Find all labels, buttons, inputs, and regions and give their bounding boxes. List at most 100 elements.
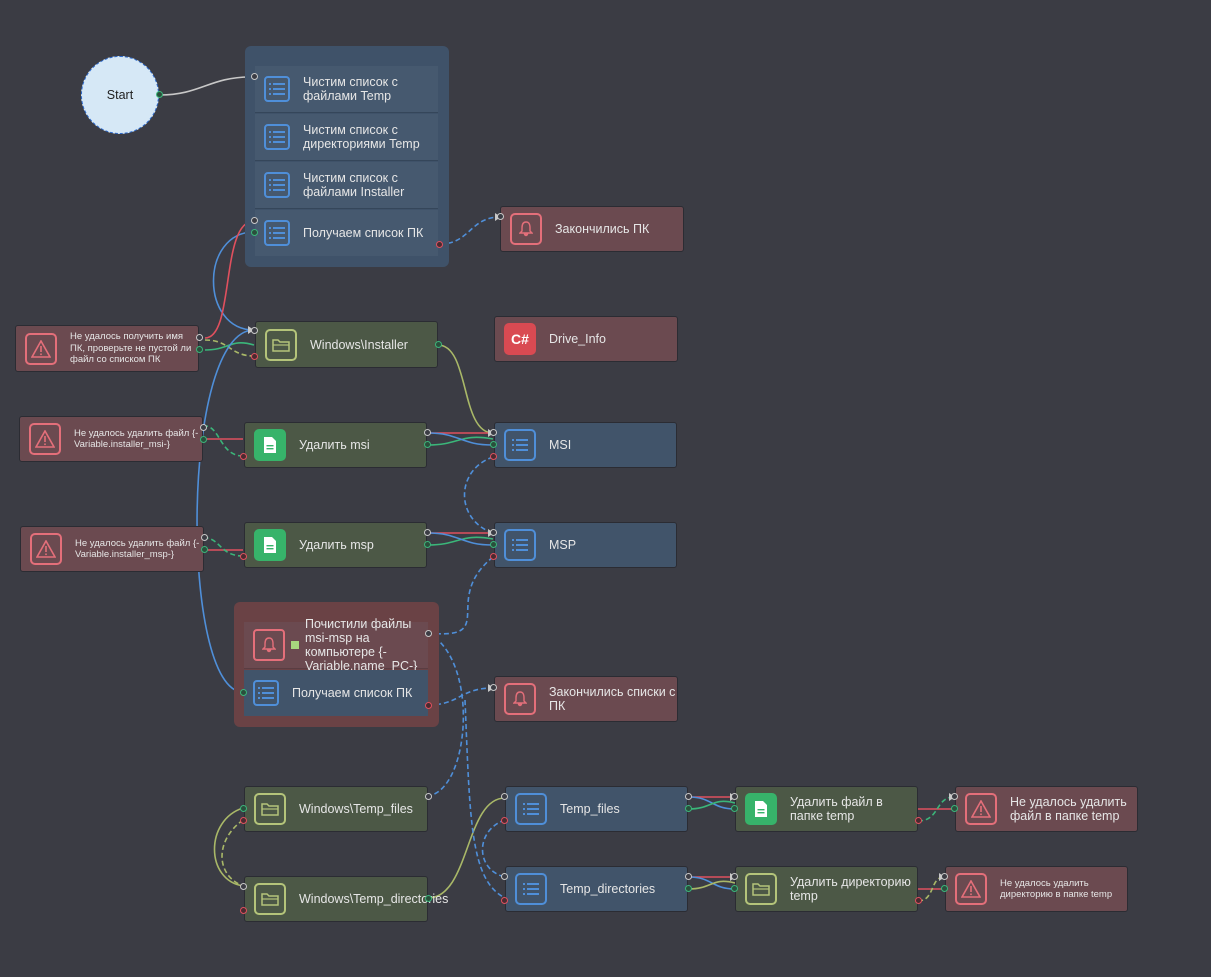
err-msp-port-a[interactable] — [201, 534, 208, 541]
temp-files-out-port[interactable] — [685, 805, 692, 812]
installer-out-port[interactable] — [435, 341, 442, 348]
group-in-port[interactable] — [251, 73, 258, 80]
delete-dir-in-port[interactable] — [731, 873, 738, 880]
delete-file-in-port[interactable] — [731, 793, 738, 800]
temp-files-folder-out-port[interactable] — [240, 805, 247, 812]
delete-msi-out-port[interactable] — [424, 441, 431, 448]
wire-delete-msi-error-green — [204, 425, 244, 457]
delete-msp-out-port[interactable] — [424, 541, 431, 548]
msp-out-port[interactable] — [490, 541, 497, 548]
folder-icon — [745, 873, 777, 905]
wire-delete-msi-fwd — [427, 432, 494, 446]
node-error-delete-file-temp[interactable]: Не удалось удалить файл в папке temp — [955, 786, 1138, 832]
finished-pc-in-port[interactable] — [497, 213, 504, 220]
node-delete-msi[interactable]: Удалить msi — [244, 422, 427, 468]
delete-msi-error-port[interactable] — [240, 453, 247, 460]
group-item-clear-temp-files[interactable]: Чистим список с файлами Temp — [255, 66, 438, 113]
wire-msi-to-msp — [463, 456, 494, 534]
temp-files-folder-error-port[interactable] — [240, 817, 247, 824]
getpc2-out-port[interactable] — [240, 689, 247, 696]
msi-in-port[interactable] — [490, 429, 497, 436]
node-error-delete-msp[interactable]: Не удалось удалить файл {-Variable.insta… — [20, 526, 204, 572]
node-label: MSP — [549, 538, 577, 552]
bell-icon — [253, 629, 285, 661]
node-label: Удалить msi — [299, 438, 370, 452]
document-icon — [254, 429, 286, 461]
err-get-name-port-a[interactable] — [196, 334, 203, 341]
err-msi-port-b[interactable] — [200, 436, 207, 443]
node-delete-file-temp[interactable]: Удалить файл в папке temp — [735, 786, 918, 832]
temp-dirs-in-port[interactable] — [501, 873, 508, 880]
node-windows-installer[interactable]: Windows\Installer — [255, 321, 438, 368]
temp-dirs-end-port[interactable] — [501, 897, 508, 904]
wire-green-installer-to-error — [204, 342, 255, 351]
msp-in-port[interactable] — [490, 529, 497, 536]
err-dir-temp-port-b[interactable] — [941, 885, 948, 892]
msi-out-port[interactable] — [490, 441, 497, 448]
group-item-get-pc-list-2[interactable]: Получаем список ПК — [244, 670, 428, 716]
wire-deletefile-error-green — [917, 796, 955, 822]
group-item-clear-installer-files[interactable]: Чистим список с файлами Installer — [255, 162, 438, 209]
node-delete-msp[interactable]: Удалить msp — [244, 522, 427, 568]
temp-files-in-port[interactable] — [501, 793, 508, 800]
node-label: Windows\Temp_directories — [299, 892, 449, 906]
start-out-port[interactable] — [156, 91, 163, 98]
node-temp-directories[interactable]: Temp_directories — [505, 866, 688, 912]
delete-msp-error-port[interactable] — [240, 553, 247, 560]
group-item-get-pc-list[interactable]: Получаем список ПК — [255, 210, 438, 256]
err-msi-port-a[interactable] — [200, 424, 207, 431]
node-msi[interactable]: MSI — [494, 422, 677, 468]
checkbox-icon[interactable] — [291, 641, 299, 649]
node-error-delete-msi[interactable]: Не удалось удалить файл {-Variable.insta… — [19, 416, 203, 462]
installer-in-port[interactable] — [251, 327, 258, 334]
list-icon — [253, 680, 279, 706]
installer-error-port[interactable] — [251, 353, 258, 360]
err-msp-port-b[interactable] — [201, 546, 208, 553]
delete-dir-out-port[interactable] — [731, 885, 738, 892]
temp-files-folder-in-port[interactable] — [425, 793, 432, 800]
group-item-notify[interactable]: Почистили файлы msi-msp на компьютере {-… — [244, 617, 428, 673]
getpc-out-port[interactable] — [251, 229, 258, 236]
node-msp[interactable]: MSP — [494, 522, 677, 568]
temp-dirs-folder-out-port[interactable] — [425, 895, 432, 902]
node-finished-pc[interactable]: Закончились ПК — [500, 206, 684, 252]
err-file-temp-port-b[interactable] — [951, 805, 958, 812]
temp-files-end-port[interactable] — [501, 817, 508, 824]
node-windows-temp-dirs[interactable]: Windows\Temp_directories — [244, 876, 448, 922]
temp-files-item-port[interactable] — [685, 793, 692, 800]
node-finished-lists[interactable]: Закончились списки с ПК — [494, 676, 678, 722]
temp-dirs-out-port[interactable] — [685, 885, 692, 892]
node-temp-files[interactable]: Temp_files — [505, 786, 688, 832]
temp-dirs-item-port[interactable] — [685, 873, 692, 880]
getpc2-end-port[interactable] — [425, 702, 432, 709]
wire-tempdirs-delete-blue — [688, 876, 736, 890]
group-item-clear-temp-dirs[interactable]: Чистим список с директориями Temp — [255, 114, 438, 161]
node-error-delete-dir-temp[interactable]: Не удалось удалить директорию в папке te… — [945, 866, 1128, 912]
msp-end-port[interactable] — [490, 553, 497, 560]
wire-tempfiles-to-tempdirs-dashed — [221, 819, 244, 887]
node-label: Drive_Info — [549, 332, 606, 346]
delete-file-out-port[interactable] — [731, 805, 738, 812]
delete-msp-in-port[interactable] — [424, 529, 431, 536]
delete-file-error-port[interactable] — [915, 817, 922, 824]
finished-lists-in-port[interactable] — [490, 684, 497, 691]
temp-dirs-folder-error-port[interactable] — [240, 907, 247, 914]
node-windows-temp-files[interactable]: Windows\Temp_files — [244, 786, 428, 832]
getpc-in-port[interactable] — [251, 217, 258, 224]
node-error-get-name[interactable]: Не удалось получить имя ПК, проверьте не… — [15, 325, 199, 372]
notify-in-port[interactable] — [425, 630, 432, 637]
err-file-temp-port-a[interactable] — [951, 793, 958, 800]
getpc-end-port[interactable] — [436, 241, 443, 248]
node-label: Temp_files — [560, 802, 620, 816]
wire-tempfiles-list-to-dirs-list — [481, 819, 506, 878]
list-icon — [515, 873, 547, 905]
delete-dir-error-port[interactable] — [915, 897, 922, 904]
err-get-name-port-b[interactable] — [196, 346, 203, 353]
delete-msi-in-port[interactable] — [424, 429, 431, 436]
node-drive-info[interactable]: C# Drive_Info — [494, 316, 678, 362]
temp-dirs-folder-in-port[interactable] — [240, 883, 247, 890]
err-dir-temp-port-a[interactable] — [941, 873, 948, 880]
msi-end-port[interactable] — [490, 453, 497, 460]
node-delete-dir-temp[interactable]: Удалить директорию temp — [735, 866, 918, 912]
start-node[interactable]: Start — [81, 56, 159, 134]
